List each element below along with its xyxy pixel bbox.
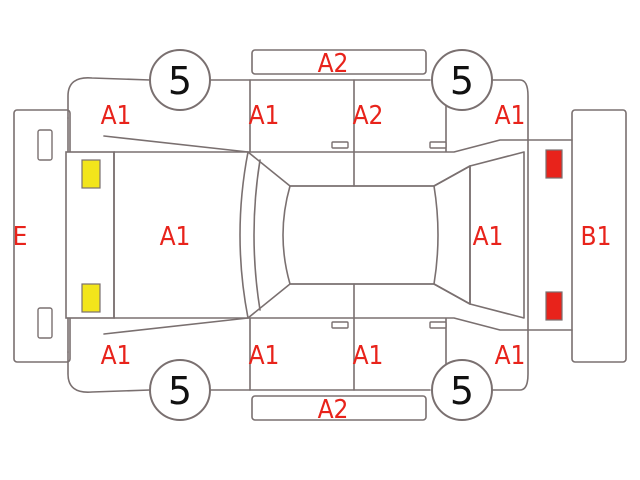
code-front-left-door: A1: [249, 101, 280, 131]
tire-rear-right-circle: [431, 359, 493, 421]
door-handle-top-2: [429, 141, 447, 149]
roof-panel: [282, 185, 439, 285]
headlight-bottom: [81, 283, 101, 313]
rear-bumper-panel: [571, 109, 627, 363]
top-side-panel: [103, 79, 529, 187]
door-handle-top-1: [331, 141, 349, 149]
roof-strip-bottom: [251, 395, 427, 421]
tire-rear-left-grade: 5: [450, 59, 474, 103]
door-handle-bottom-2: [429, 321, 447, 329]
door-handle-bottom-1: [331, 321, 349, 329]
tire-rear-left-circle: [431, 49, 493, 111]
code-tailgate: A1: [473, 222, 504, 252]
tailgate-outline: [469, 151, 525, 319]
code-roof-bottom: A2: [318, 395, 349, 425]
front-bumper-slot-top: [37, 129, 53, 161]
headlight-top: [81, 159, 101, 189]
code-rear-left-door: A2: [353, 101, 384, 131]
code-rear-right-door: A1: [353, 341, 384, 371]
code-roof-top: A2: [318, 49, 349, 79]
windshield: [247, 151, 471, 319]
tire-front-right-grade: 5: [168, 369, 192, 413]
front-bumper-slot-bottom: [37, 307, 53, 339]
code-front-right-door: A1: [249, 341, 280, 371]
tire-front-left-grade: 5: [168, 59, 192, 103]
roof-strip-top: [251, 49, 427, 75]
taillight-top: [545, 149, 563, 179]
tire-rear-right-grade: 5: [450, 369, 474, 413]
car-outline: [67, 77, 529, 393]
code-rear-bumper: B1: [581, 222, 612, 252]
tire-front-left-circle: [149, 49, 211, 111]
rear-frame: [527, 139, 573, 331]
taillight-bottom: [545, 291, 563, 321]
code-front-bumper: E: [13, 222, 28, 252]
rear-window: [433, 165, 471, 305]
code-rear-right-quarter: A1: [495, 341, 526, 371]
code-hood: A1: [160, 222, 191, 252]
code-rear-left-quarter: A1: [495, 101, 526, 131]
code-front-right-fender: A1: [101, 341, 132, 371]
bottom-side-panel: [103, 283, 529, 391]
code-front-left-fender: A1: [101, 101, 132, 131]
tire-front-right-circle: [149, 359, 211, 421]
